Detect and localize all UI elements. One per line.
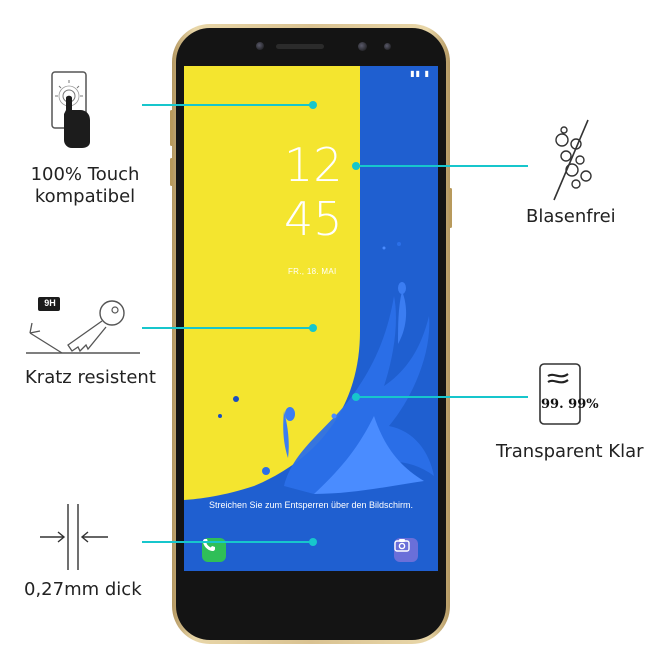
callout-dot-transparent [352,393,360,401]
scratch-key-icon [26,297,140,354]
clock-hours: 12 [284,138,343,192]
front-camera-icon [256,42,264,50]
phone-screen: ▮▮ ▮ 12 45 FR., 18. MAI Streichen Sie zu… [184,66,438,571]
thickness-label: 0,27mm dick [24,579,142,600]
bubble-free-icon [553,119,592,201]
status-bar-icons: ▮▮ ▮ [410,69,430,78]
touch-label-line1: 100% Touch [30,164,140,185]
callout-dot-scratch [309,324,317,332]
callout-line-thickness [142,541,312,543]
clarity-icon [539,363,581,425]
volume-key [170,110,173,146]
clarity-badge: 99. 99% [541,397,599,412]
callout-line-bubble [356,165,528,167]
callout-dot-touch [309,101,317,109]
scratch-label: Kratz resistent [25,367,156,388]
lockscreen-wallpaper [184,66,438,571]
callout-line-touch [142,104,312,106]
lockscreen-date: FR., 18. MAI [288,267,337,276]
touch-label: 100% Touch kompatibel [30,164,140,208]
bixby-key [170,158,173,186]
earpiece-speaker [276,44,324,49]
proximity-sensor-icon [384,43,391,50]
camera-shortcut-icon [394,538,418,562]
scratch-badge: 9H [44,298,56,308]
callout-line-transparent [356,396,528,398]
callout-line-scratch [142,327,312,329]
callout-dot-bubble [352,162,360,170]
unlock-hint: Streichen Sie zum Entsperren über den Bi… [208,500,414,510]
touch-icon [51,71,90,148]
power-key [449,188,452,228]
lockscreen-clock: 12 45 [284,138,344,246]
bubble-free-label: Blasenfrei [526,206,616,227]
transparent-label: Transparent Klar [496,441,644,462]
thickness-arrows-icon [40,504,108,570]
callout-dot-thickness [309,538,317,546]
clock-minutes: 45 [284,192,343,246]
sensor-icon [358,42,367,51]
touch-label-line2: kompatibel [34,186,136,207]
